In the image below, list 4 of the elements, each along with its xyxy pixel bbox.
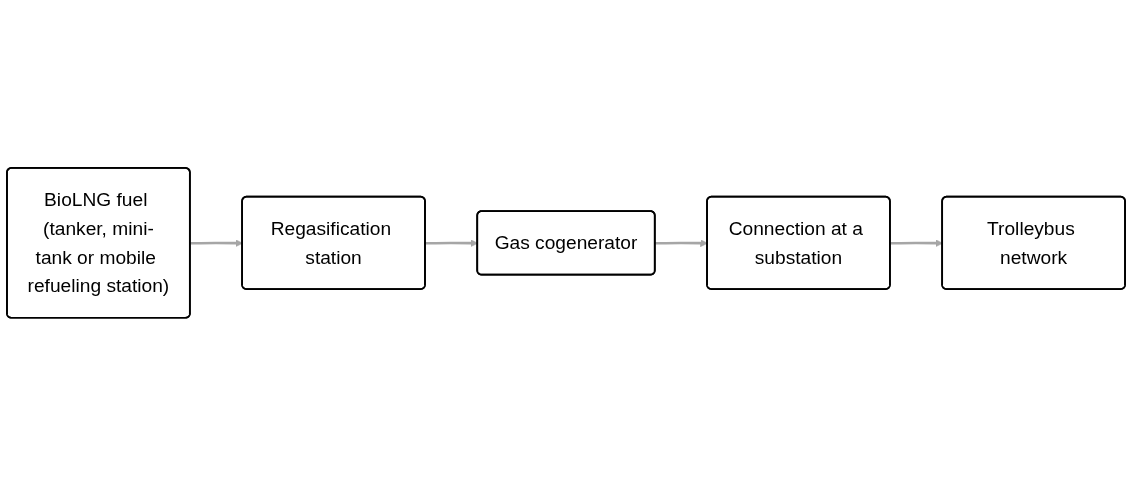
arrow [890, 239, 943, 248]
arrow [190, 239, 243, 248]
arrow [655, 239, 708, 248]
arrow [425, 239, 478, 248]
